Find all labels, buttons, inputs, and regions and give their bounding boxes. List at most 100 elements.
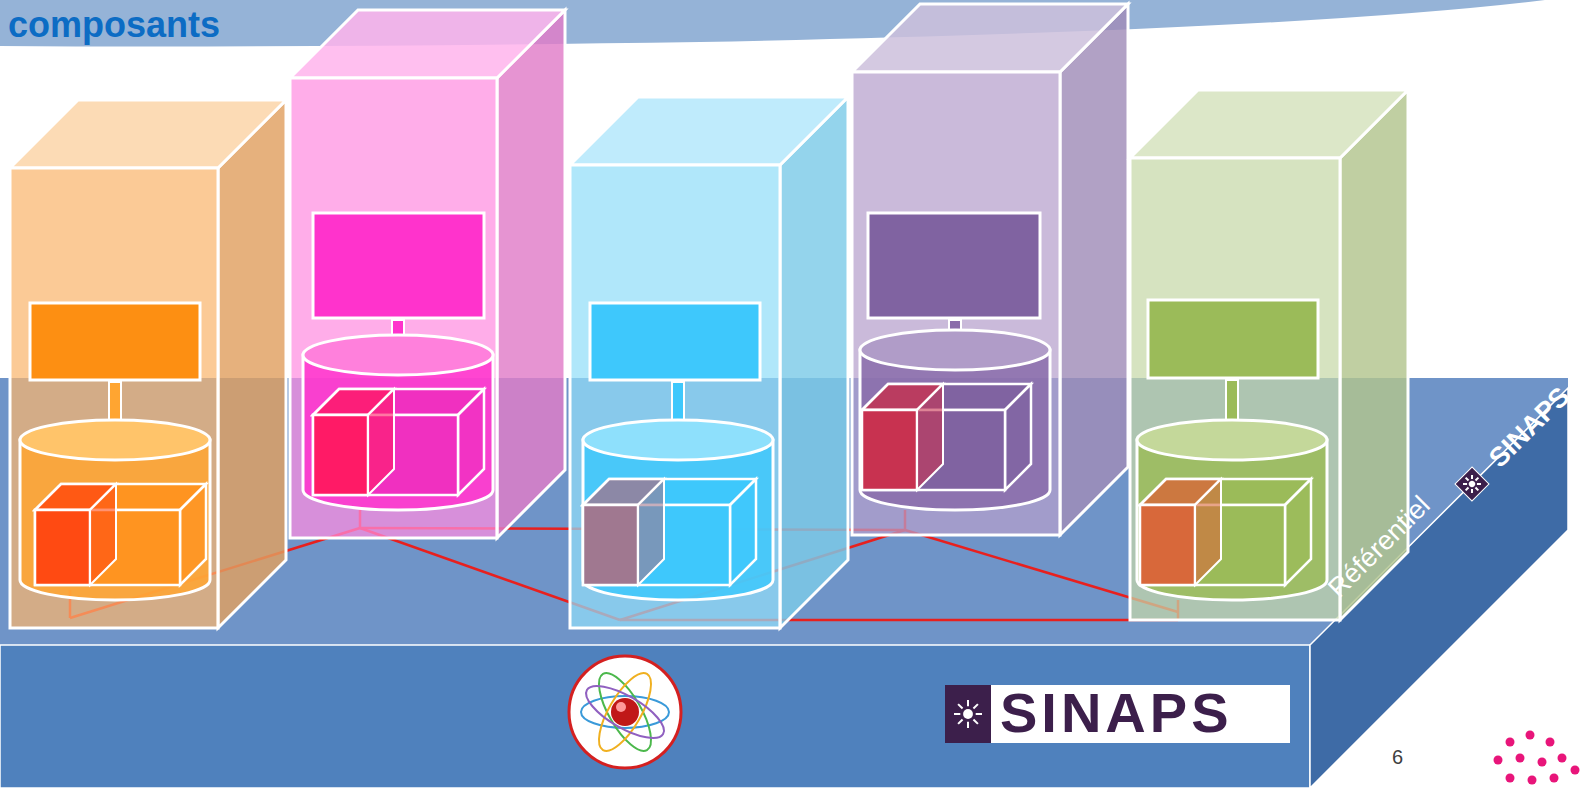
sun-symbol [1468,480,1477,489]
band-logo [1455,467,1489,501]
database-body [860,350,1050,510]
decor-dot [1558,754,1567,763]
column-top [570,97,848,165]
decor-dot [1516,754,1525,763]
cube-front-part [862,410,917,490]
column-front [290,78,497,538]
sun-ray [1470,475,1474,479]
decor-dot [1494,756,1503,765]
cube-divider [638,479,664,585]
process-block [868,213,1040,318]
column-top [1130,90,1408,158]
cube-side [1285,479,1311,585]
cube-side [1005,384,1031,490]
cube-front-part [1140,505,1195,585]
column-side [497,10,565,538]
column-front [852,72,1060,535]
sun-ray [967,722,969,728]
sun-symbol [963,709,973,719]
column-top [10,100,286,168]
decor-dot [1506,738,1515,747]
database-top [860,330,1050,370]
logo-orbit [589,666,661,758]
decor-dot [1550,774,1559,783]
database-top [303,335,493,375]
logo-orbit [589,666,661,758]
sun-ray [1470,489,1474,493]
cube-top [862,384,1031,410]
sun-ray [973,704,977,708]
decor-dot [1538,758,1547,767]
column-top [290,10,565,78]
cube-front-part [313,415,368,495]
band-logo-icon [1455,467,1489,501]
cube-divider [90,484,116,585]
sun-ray [976,713,982,715]
decor-dot [1528,776,1537,785]
database-body [583,440,773,600]
column-front [10,168,218,628]
cube-front-part [35,510,90,585]
sinaps-logo-icon [945,685,991,743]
sun-ray [954,713,960,715]
decor-dot [1546,738,1555,747]
sun-ray [967,700,969,706]
process-block [590,303,760,380]
decor-dot [1571,766,1580,775]
logo-text: SINAPS [1000,680,1233,745]
sun-ray [1477,482,1481,486]
logo-orbit [581,696,669,728]
cube-divider [1195,479,1221,585]
database-body [1137,440,1327,600]
component-column [852,4,1128,535]
logo-orbit [579,676,671,748]
page-number: 6 [1392,746,1403,769]
database-body [303,355,493,510]
slide-title: composants [8,4,220,46]
sun-ray [1466,487,1469,490]
logo-nucleus [611,698,639,726]
column-front [1130,158,1340,620]
column-side [780,97,848,628]
database-body [20,440,210,600]
logo-ring [569,656,681,768]
logo-highlight [616,702,626,712]
sun-ray [1466,478,1469,481]
process-block [30,303,200,380]
sun-ray [1475,488,1478,491]
cube-top [1140,479,1311,505]
sun-ray [1476,478,1479,481]
database-top [20,420,210,460]
sun-ray [1463,482,1467,486]
process-block [313,213,484,318]
process-block [1148,300,1318,378]
floor-front [0,645,1310,788]
cube-top [35,484,206,510]
column-top [852,4,1128,72]
column-side [218,100,286,628]
component-column [10,100,286,628]
decor-dot [1506,774,1515,783]
decor-dot [1526,731,1535,740]
database-top [1137,420,1327,460]
sun-ray [973,719,977,723]
column-front [570,165,780,628]
cube-divider [368,389,394,495]
cube-side [180,484,206,585]
column-side [1060,4,1128,535]
sun-ray [958,719,962,723]
database-top [583,420,773,460]
sun-ray [958,704,962,708]
cube-top [583,479,756,505]
atom-logo [569,656,681,768]
cube-front-part [583,505,638,585]
cube-side [458,389,484,495]
component-column [570,97,848,628]
cube-divider [917,384,943,490]
component-column [290,10,565,538]
header-band [0,0,1545,47]
cube-side [730,479,756,585]
cube-top [313,389,484,415]
